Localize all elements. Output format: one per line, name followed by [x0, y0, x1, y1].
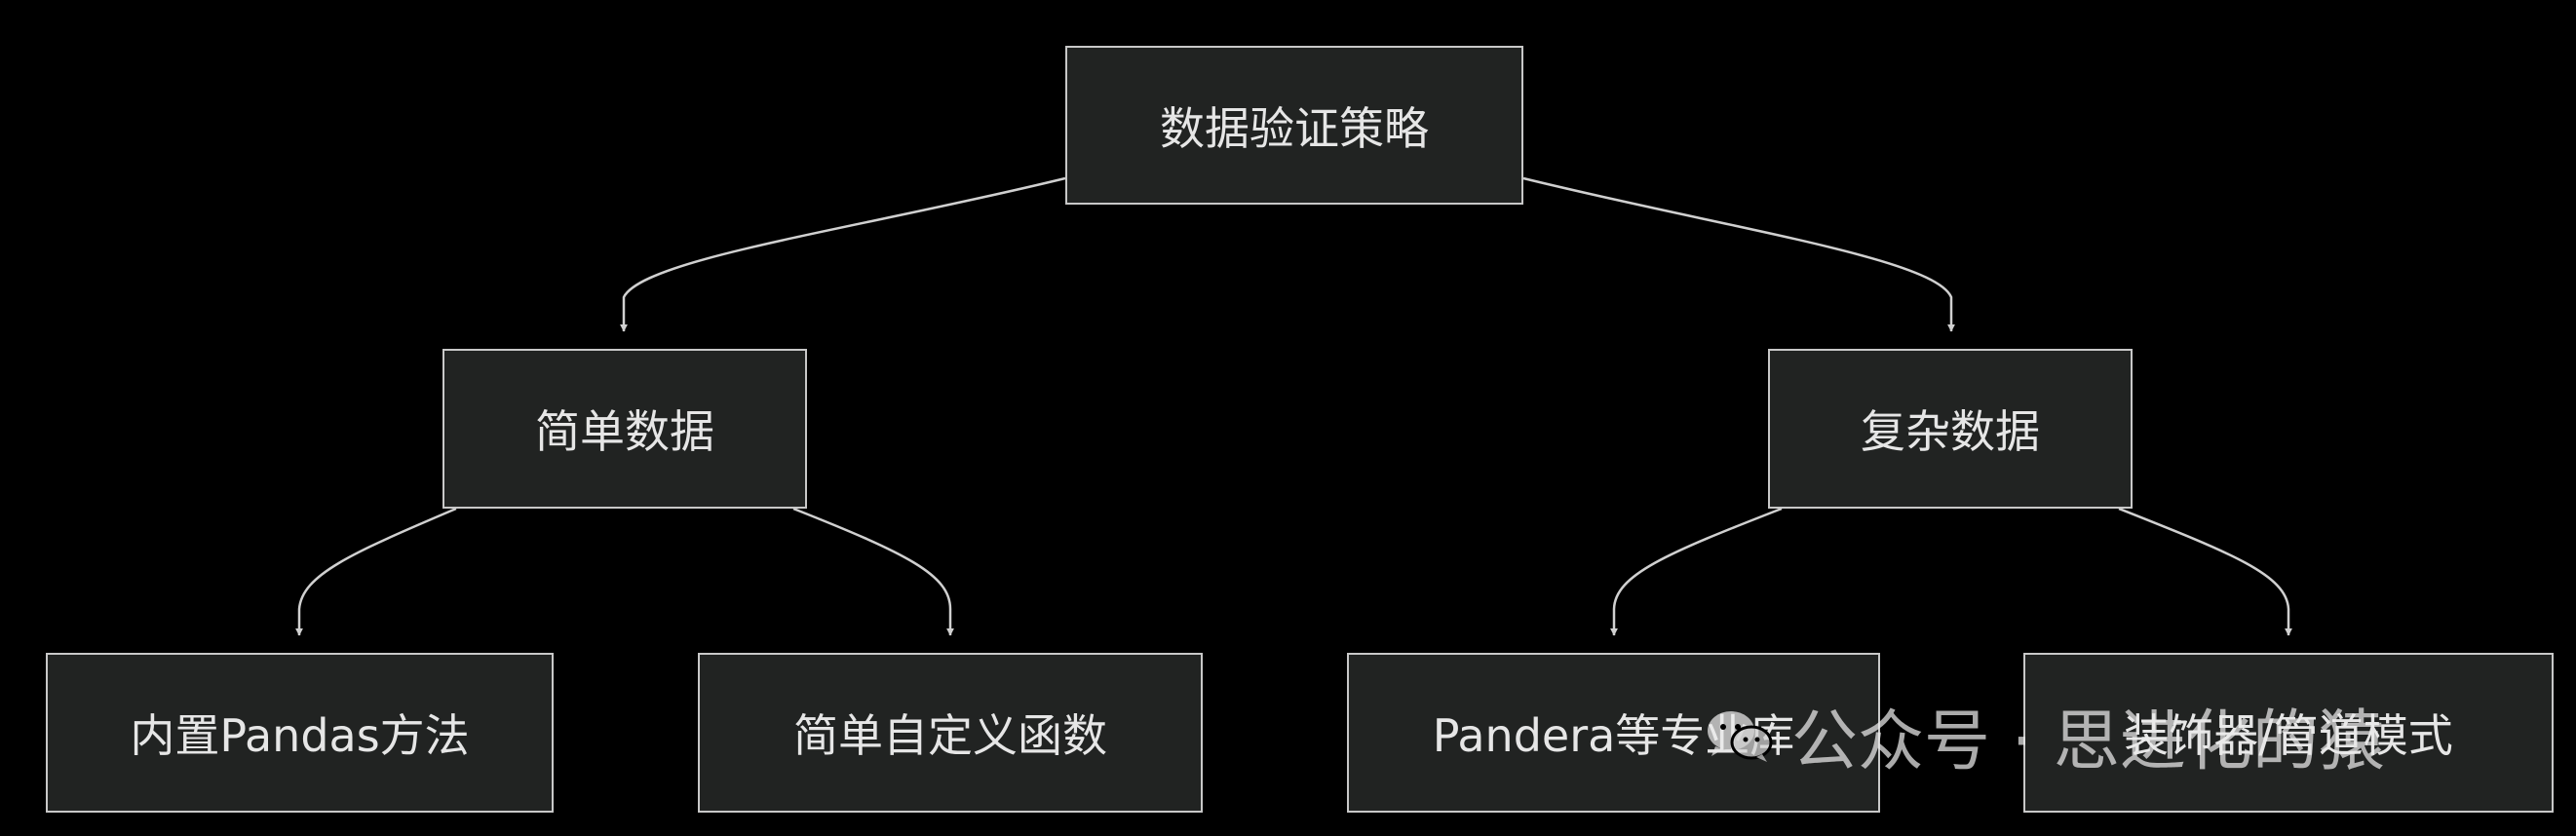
- edge-simple-builtin: [295, 507, 457, 636]
- node-complex-data: 复杂数据: [1768, 349, 2133, 509]
- node-label: 装饰器/管道模式: [2124, 709, 2453, 762]
- edge-simple-custom: [792, 507, 954, 636]
- node-label: 内置Pandas方法: [130, 709, 470, 762]
- edge-root-simple: [620, 176, 1066, 332]
- edge-complex-pandera: [1610, 507, 1783, 636]
- node-label: 简单数据: [535, 405, 714, 458]
- node-label: 复杂数据: [1861, 405, 2040, 458]
- node-pandera-libraries: Pandera等专业库: [1347, 653, 1880, 813]
- edge-complex-decorator: [2118, 507, 2292, 636]
- node-builtin-pandas-methods: 内置Pandas方法: [46, 653, 554, 813]
- node-label: 数据验证策略: [1160, 101, 1429, 155]
- node-data-validation-strategy: 数据验证策略: [1065, 46, 1523, 205]
- edge-root-complex: [1522, 176, 1955, 332]
- node-simple-data: 简单数据: [442, 349, 807, 509]
- node-label: 简单自定义函数: [793, 709, 1107, 762]
- node-decorator-pipeline-pattern: 装饰器/管道模式: [2023, 653, 2554, 813]
- node-simple-custom-functions: 简单自定义函数: [698, 653, 1203, 813]
- node-label: Pandera等专业库: [1432, 709, 1795, 762]
